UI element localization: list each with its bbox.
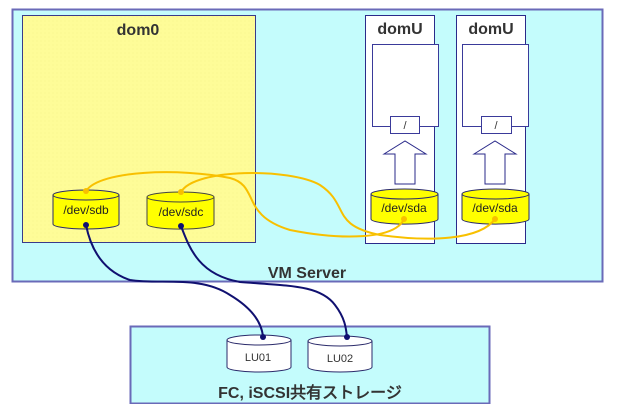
vm-server-label: VM Server (268, 265, 346, 282)
physical-links (85, 224, 348, 338)
mount-point-label-1: / (403, 120, 407, 132)
domu-filesystem-2 (462, 44, 529, 127)
disk-domu1-sda: /dev/sda (370, 188, 439, 225)
mount-point-label-2: / (494, 120, 498, 132)
lun-label-lu02: LU02 (327, 353, 353, 365)
lun-lu01: LU01 (226, 334, 292, 373)
link-sdb-to-domu1-sda (85, 171, 405, 238)
lun-label-lu01: LU01 (245, 352, 271, 364)
virtual-link-endpoints (83, 188, 498, 222)
disk-dev-sdb: /dev/sdb (52, 189, 120, 230)
dom0-label: dom0 (117, 22, 160, 39)
mount-point-1 (390, 116, 420, 134)
disk-label-sdc: /dev/sdc (159, 205, 204, 219)
storage-label: FC, iSCSI共有ストレージ (218, 383, 402, 402)
disk-label-domu2-sda: /dev/sda (472, 201, 518, 215)
link-sdc-to-domu2-sda (180, 172, 496, 240)
domu-filesystem-1 (372, 44, 439, 127)
virtual-links (85, 171, 496, 240)
mount-point-2 (481, 116, 512, 134)
up-arrow-icon-2 (472, 140, 518, 185)
up-arrow-icon-1 (382, 140, 428, 185)
disk-dev-sdc: /dev/sdc (146, 191, 215, 230)
lun-lu02: LU02 (307, 335, 373, 373)
disk-label-sdb: /dev/sdb (63, 203, 109, 217)
link-sdb-to-lu01 (85, 224, 264, 338)
domu-label-1: domU (377, 21, 422, 38)
disk-label-domu1-sda: /dev/sda (381, 201, 427, 215)
disk-domu2-sda: /dev/sda (461, 188, 530, 225)
link-sdc-to-lu02 (180, 225, 348, 338)
physical-link-endpoints (83, 222, 350, 340)
domu-label-2: domU (468, 21, 513, 38)
